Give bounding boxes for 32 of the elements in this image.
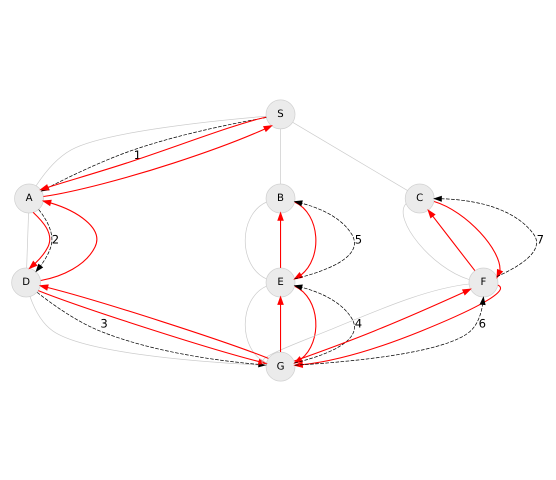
arrow [427,208,476,270]
connector [280,128,281,184]
node-circle: F [468,267,498,297]
arrow [38,284,269,358]
arrow [294,288,472,362]
arrow [43,124,273,197]
arrow [35,208,52,272]
node-circle: D [11,267,41,297]
node-circle: E [266,267,296,297]
node-circle: B [266,183,296,213]
edge-label: 7 [536,232,544,246]
connector [402,202,470,280]
arrow [40,199,98,281]
arrow [433,195,537,276]
edge-label: 3 [100,316,108,330]
node-circle: C [404,183,435,213]
arrow [277,294,284,352]
edge-label: 2 [52,232,60,246]
edge-label: 4 [354,316,362,330]
node-circle: A [14,183,44,213]
edge-label: 6 [478,316,486,330]
arrow [28,211,50,269]
arrow [277,210,284,268]
connector [292,122,408,190]
node-circle: G [266,351,296,381]
node-circle: S [266,99,296,129]
connector [244,201,267,279]
edge-label: 5 [354,232,362,246]
arrow [434,200,504,278]
connector [26,212,29,268]
connector [244,285,267,363]
arrow [294,296,486,366]
